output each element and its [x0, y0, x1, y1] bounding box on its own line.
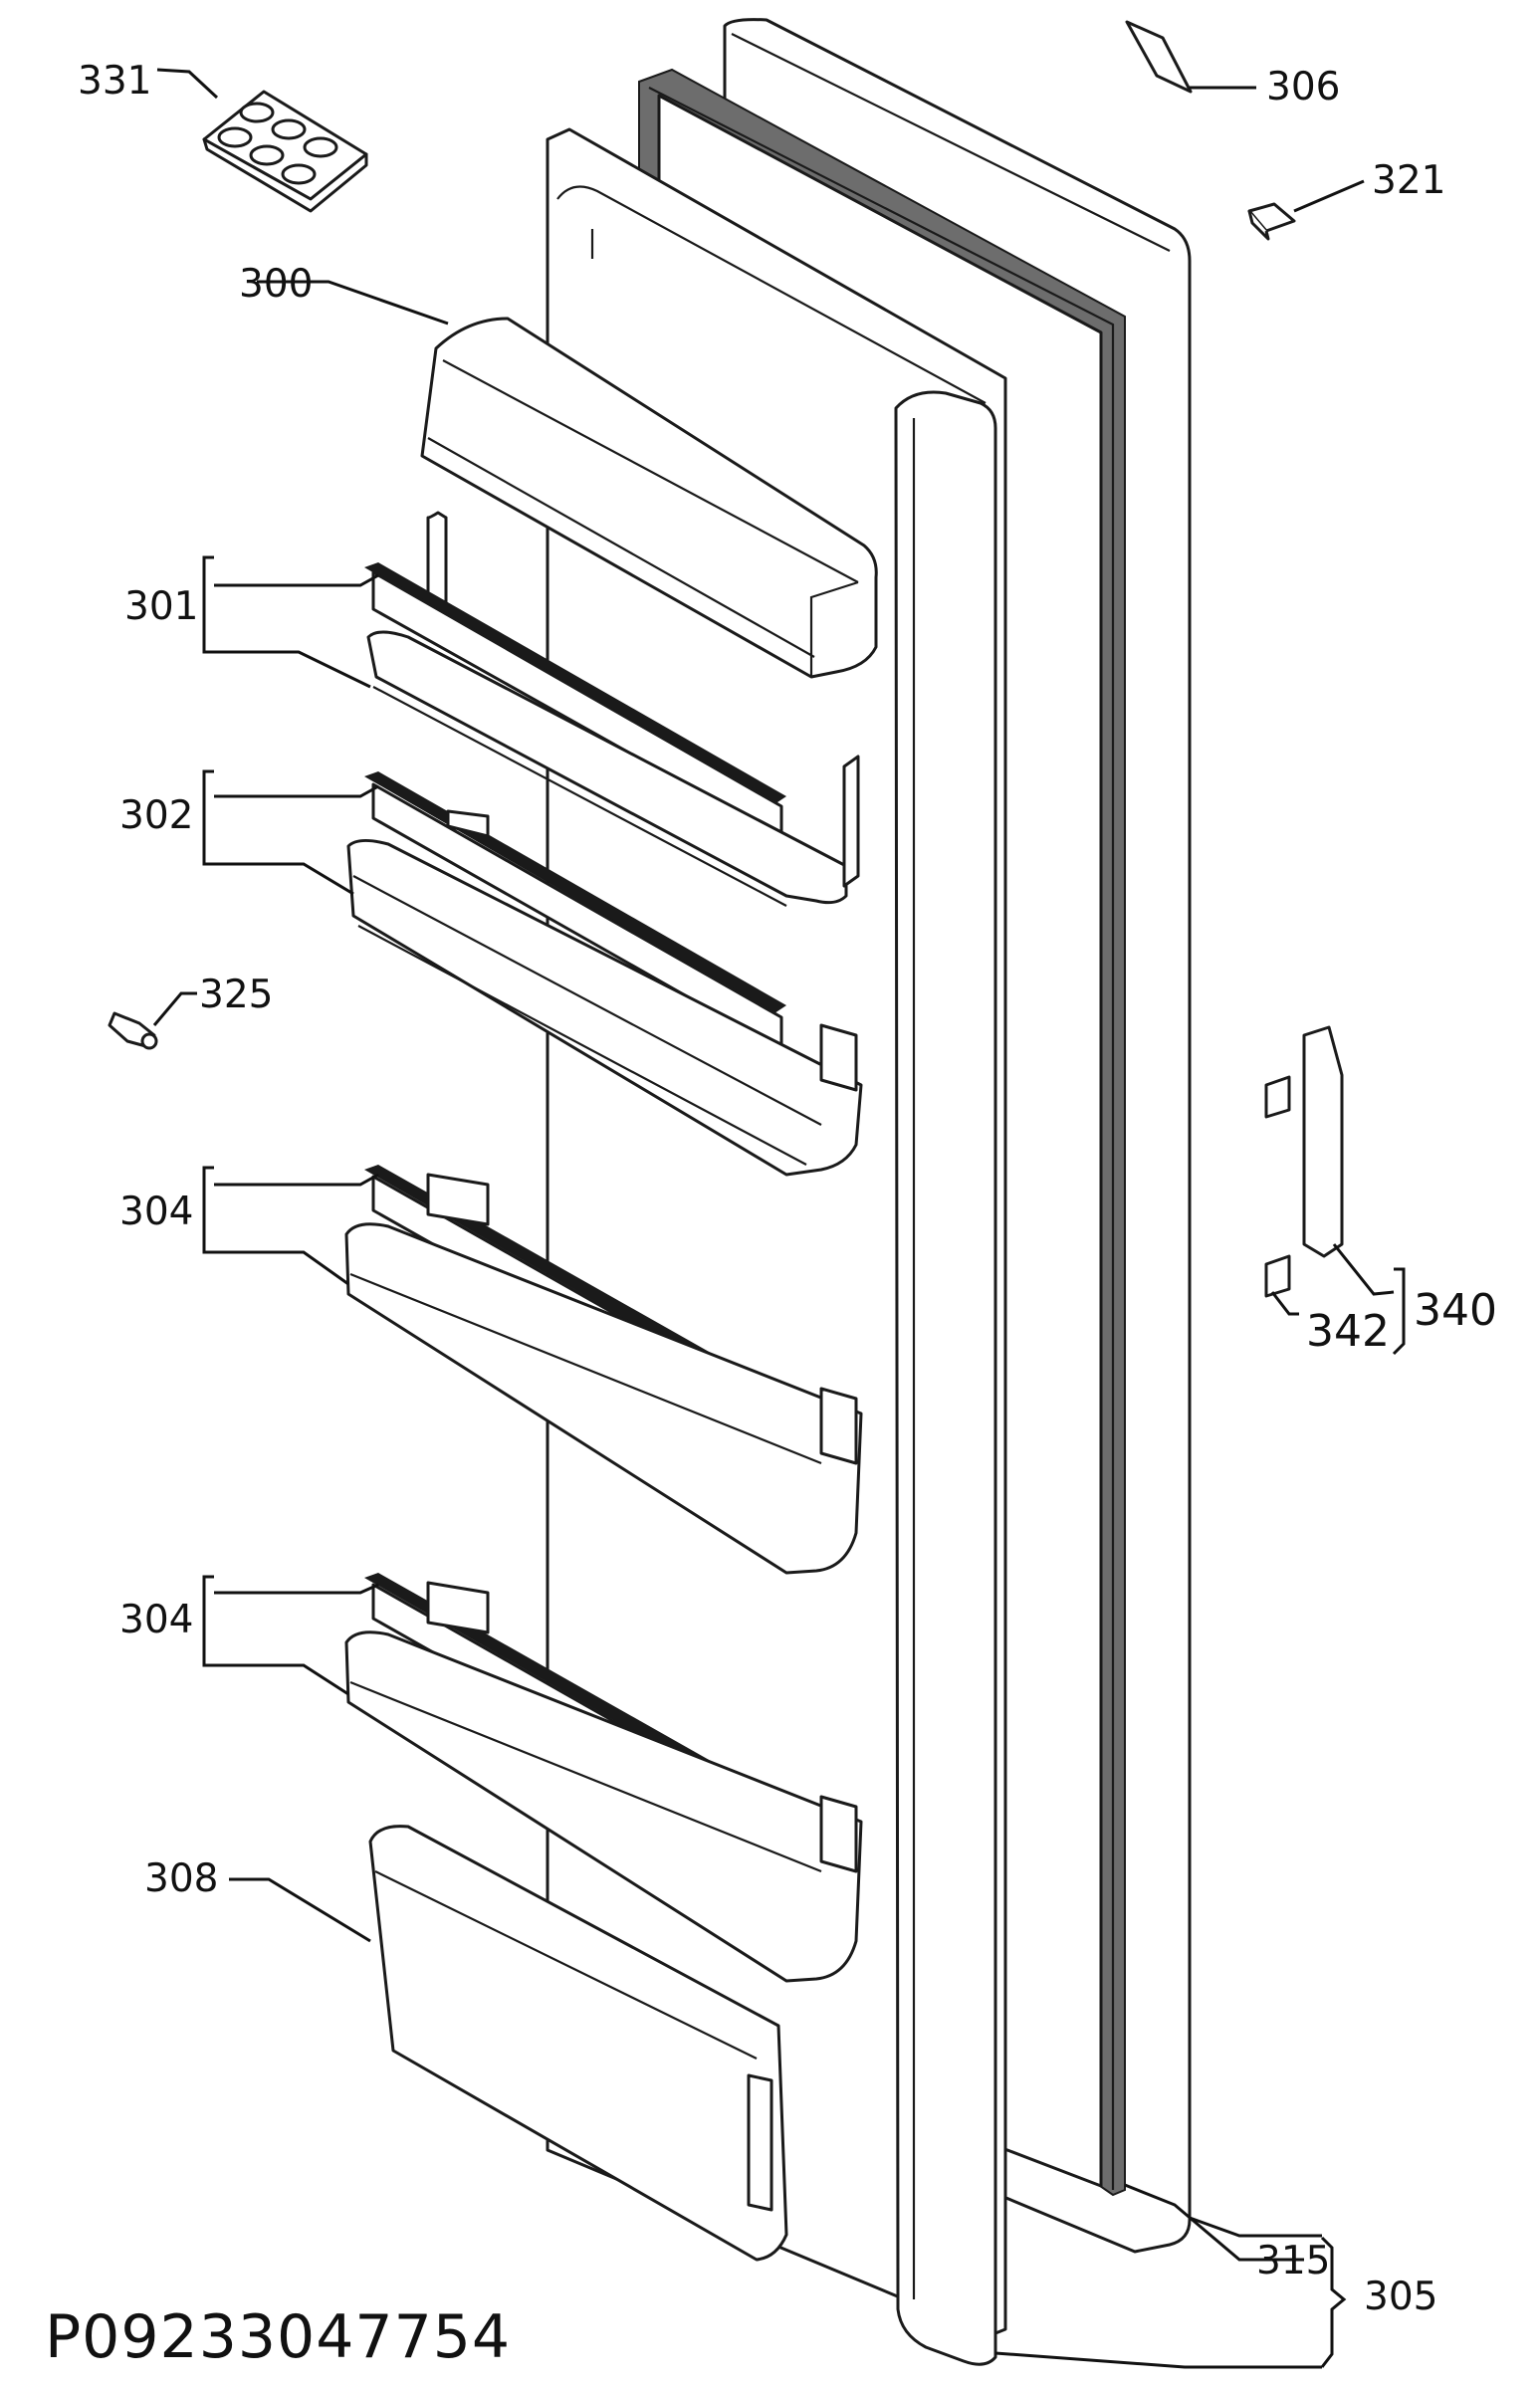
label-308: 308 — [144, 1856, 219, 1901]
label-315: 315 — [1256, 2239, 1331, 2283]
label-300: 300 — [239, 262, 314, 307]
door-front-frame — [894, 390, 997, 2366]
part-300-dairy-cover — [420, 317, 878, 679]
part-304-lower-shelf — [344, 1573, 863, 1983]
label-331: 331 — [78, 59, 152, 104]
part-306-plate — [1125, 20, 1193, 94]
part-340-hinge-bracket — [1264, 1025, 1344, 1298]
label-302: 302 — [119, 793, 194, 838]
label-325: 325 — [199, 973, 274, 1017]
label-321: 321 — [1372, 158, 1446, 203]
part-301-shelf — [364, 511, 860, 907]
part-308-bottom-bin — [368, 1825, 788, 2262]
part-302-shelf — [346, 771, 863, 1177]
label-304-lower: 304 — [119, 1598, 194, 1642]
drawing-code: P09233047754 — [45, 2302, 512, 2372]
label-304-upper: 304 — [119, 1190, 194, 1234]
label-342: 342 — [1306, 1306, 1390, 1357]
label-305: 305 — [1364, 2275, 1438, 2319]
label-306: 306 — [1266, 65, 1341, 109]
part-304-upper-shelf — [344, 1165, 863, 1575]
label-340: 340 — [1414, 1285, 1497, 1336]
label-301: 301 — [124, 584, 199, 629]
part-321-clip — [1247, 202, 1296, 241]
part-331-egg-tray — [202, 90, 368, 213]
part-325-pin — [108, 1011, 158, 1050]
leader-lines — [152, 68, 1406, 2369]
